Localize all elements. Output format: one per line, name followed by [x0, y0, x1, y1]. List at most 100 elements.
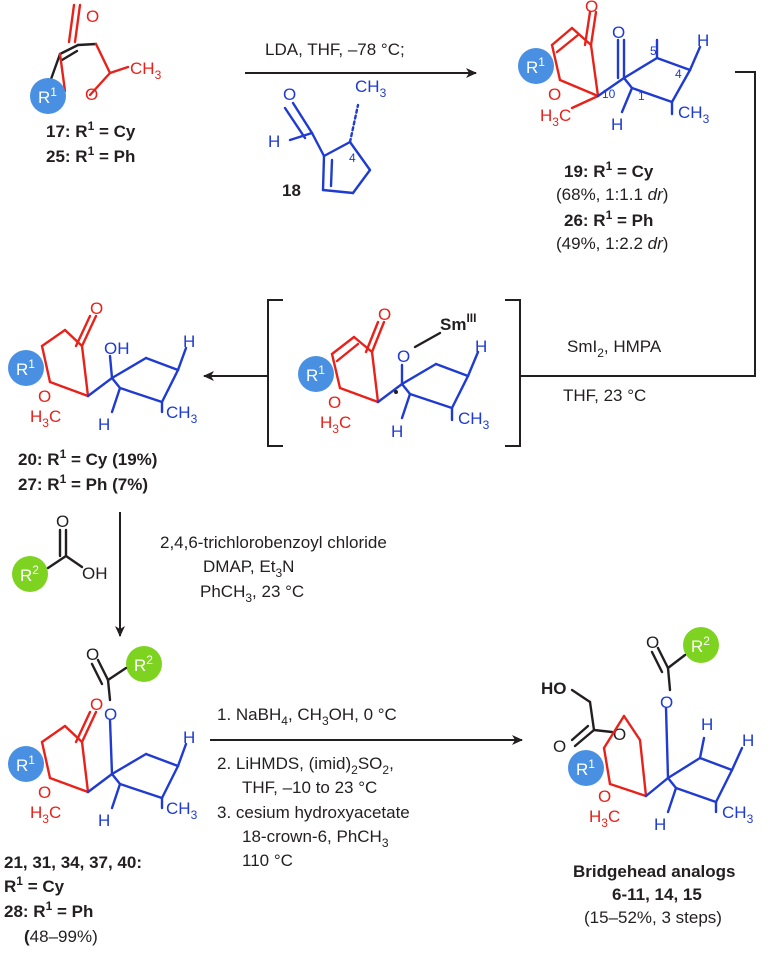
- label-21-r1: R1 = Cy: [4, 874, 65, 896]
- svg-text:R2: R2: [134, 653, 153, 675]
- svg-text:O: O: [598, 787, 611, 806]
- svg-text:O: O: [378, 305, 391, 324]
- compound-17-25-structure: R1 O O CH3: [30, 3, 162, 114]
- c19-h-top: H: [697, 31, 709, 50]
- ch3-label: CH: [130, 59, 155, 78]
- svg-text:O: O: [86, 645, 99, 664]
- svg-text:H: H: [183, 728, 195, 747]
- c18-ch3-label: CH: [355, 77, 380, 96]
- product-label-line2: 6-11, 14, 15: [612, 885, 702, 904]
- compound-20-27-structure: R1 O O H3C OH H H CH3: [8, 299, 198, 434]
- step4-line2: 2. LiHMDS, (imid)2SO2,: [217, 754, 394, 777]
- step4-line4: 3. cesium hydroxyacetate: [217, 803, 410, 822]
- step3-line1: 2,4,6-trichlorobenzoyl chloride: [160, 533, 387, 552]
- c19-aldehyde-oxygen: O: [612, 23, 625, 42]
- label-26: 26: R1 = Ph: [564, 208, 653, 230]
- svg-text:CH3: CH3: [166, 799, 198, 822]
- carbonyl-oxygen-label: O: [86, 7, 99, 26]
- svg-text:1: 1: [638, 89, 645, 103]
- step2-solvent: THF, 23 °C: [563, 386, 646, 405]
- product-label-line3: (15–52%, 3 steps): [584, 908, 722, 927]
- svg-text:R2: R2: [20, 563, 39, 585]
- compound-18-structure: O H CH3 4: [268, 77, 387, 195]
- svg-text:H3C: H3C: [540, 106, 571, 129]
- product-label-line1: Bridgehead analogs: [573, 862, 735, 881]
- compound-21-28-structure: R2 O R1 O O H3C O H H CH3: [8, 645, 198, 830]
- step4-line1: 1. NaBH4, CH3OH, 0 °C: [217, 705, 397, 728]
- ring-oxygen-label: O: [85, 85, 98, 104]
- samarium-label: SmIII: [440, 311, 476, 334]
- svg-text:H3C: H3C: [30, 803, 61, 826]
- svg-text:R1: R1: [526, 55, 545, 77]
- label-28: 28: R1 = Ph: [4, 899, 93, 921]
- svg-text:H: H: [475, 337, 487, 356]
- bridgehead-analog-structure: HO O O R2 O R1 O H3C O H: [541, 627, 754, 834]
- svg-text:CH3: CH3: [355, 77, 387, 100]
- svg-text:10: 10: [602, 87, 616, 101]
- svg-text:R1: R1: [16, 357, 35, 379]
- svg-text:R2: R2: [691, 634, 710, 656]
- svg-text:H3C: H3C: [589, 807, 620, 830]
- svg-text:R1: R1: [306, 363, 325, 385]
- svg-text:CH3: CH3: [166, 403, 198, 426]
- step3-line2: DMAP, Et3N: [203, 557, 294, 580]
- svg-text:O: O: [56, 512, 69, 531]
- svg-text:H3C: H3C: [30, 407, 61, 430]
- svg-text:CH3: CH3: [458, 409, 490, 432]
- step2-reagent: SmI2, HMPA: [567, 337, 662, 360]
- svg-text:O: O: [660, 693, 673, 712]
- r1-circle-19: [518, 48, 554, 84]
- c19-ketone-oxygen: O: [585, 0, 598, 16]
- c19-h-bottom: H: [611, 115, 623, 134]
- svg-text:O: O: [328, 393, 341, 412]
- yield-28: (48–99%): [24, 927, 98, 946]
- svg-text:H: H: [98, 811, 110, 830]
- svg-text:O: O: [38, 783, 51, 802]
- svg-text:O: O: [613, 725, 626, 744]
- svg-text:H: H: [742, 731, 754, 750]
- svg-text:OH: OH: [82, 564, 108, 583]
- svg-text:OH: OH: [104, 339, 130, 358]
- aldehyde-h-label: H: [268, 132, 280, 151]
- yield-19: (68%, 1:1.1 dr): [556, 185, 668, 204]
- label-19: 19: R1 = Cy: [564, 159, 654, 181]
- svg-text:O: O: [90, 695, 103, 714]
- aldehyde-oxygen-label: O: [283, 85, 296, 104]
- c4-locant: 4: [349, 151, 356, 165]
- svg-text:HO: HO: [541, 679, 567, 698]
- svg-text:5: 5: [650, 44, 657, 58]
- svg-text:R1: R1: [576, 757, 595, 779]
- yield-26: (49%, 1:2.2 dr): [556, 234, 668, 253]
- svg-text:O: O: [646, 633, 659, 652]
- label-17: 17: R1 = Cy: [46, 119, 136, 141]
- label-18: 18: [282, 181, 301, 200]
- svg-text:O: O: [553, 737, 566, 756]
- svg-text:O: O: [38, 387, 51, 406]
- svg-text:H: H: [391, 422, 403, 441]
- label-20: 20: R1 = Cy (19%): [18, 447, 157, 469]
- svg-text:R1: R1: [38, 85, 57, 107]
- svg-text:H: H: [654, 815, 666, 834]
- step4-line3: THF, –10 to 23 °C: [242, 778, 377, 797]
- svg-text:4: 4: [675, 67, 682, 81]
- svg-text:O: O: [104, 705, 117, 724]
- label-25: 25: R1 = Ph: [46, 144, 135, 166]
- svg-text:CH3: CH3: [678, 103, 710, 126]
- svg-text:H: H: [183, 332, 195, 351]
- arrow-step-2-connector: [520, 71, 756, 377]
- r1-circle: [30, 78, 66, 114]
- step4-line6: 110 °C: [242, 851, 293, 870]
- step1-conditions: LDA, THF, –78 °C;: [265, 40, 405, 59]
- ketyl-intermediate: R1 O O H3C O SmIII H H CH3: [267, 299, 521, 447]
- svg-text:CH3: CH3: [722, 803, 754, 826]
- c19-ring-oxygen: O: [548, 85, 561, 104]
- label-21: 21, 31, 34, 37, 40:: [4, 853, 142, 872]
- svg-text:H3C: H3C: [320, 413, 351, 436]
- compound-19-26-structure: R1 O O H3C O H H CH3 5 4 10 1: [518, 0, 710, 134]
- carboxylic-acid-structure: R2 O OH: [12, 512, 108, 592]
- label-27: 27: R1 = Ph (7%): [18, 472, 148, 494]
- svg-text:O: O: [90, 299, 103, 318]
- step4-line5: 18-crown-6, PhCH3: [242, 827, 389, 850]
- svg-text:R1: R1: [16, 753, 35, 775]
- step3-line3: PhCH3, 23 °C: [200, 582, 304, 605]
